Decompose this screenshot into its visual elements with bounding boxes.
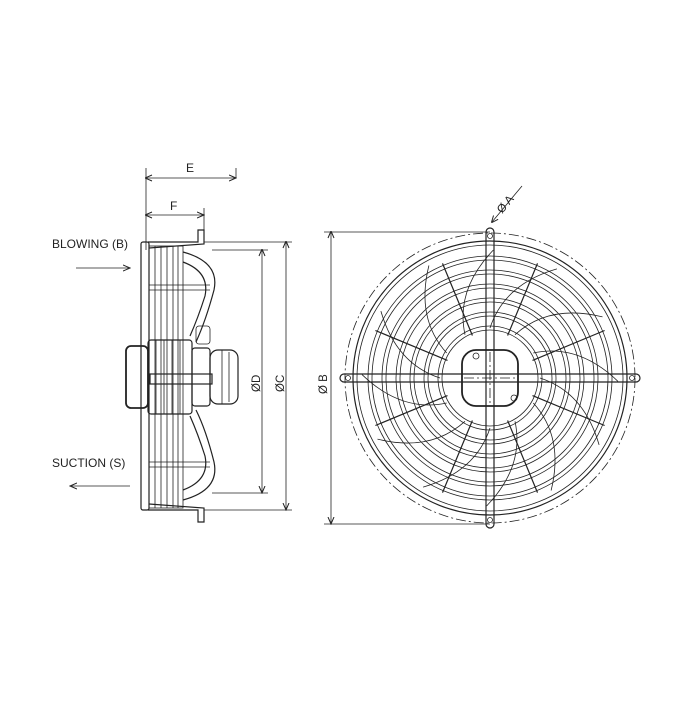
dimension-b: Ø B (318, 232, 490, 524)
side-view: E F (52, 161, 292, 523)
dim-d-label: ØD (251, 375, 263, 392)
guard-radial-wire (441, 263, 473, 336)
fan-blade (424, 265, 447, 354)
suction-label: SUCTION (S) (52, 456, 125, 470)
dimension-d: ØD (212, 250, 268, 493)
guard-radial-wire (375, 395, 448, 427)
guard-radial-wires (375, 263, 605, 493)
blowing-label: BLOWING (B) (52, 237, 128, 251)
motor-side (125, 325, 239, 415)
fan-blade (361, 374, 447, 406)
fan-blade (514, 312, 603, 335)
fan-blade (380, 310, 441, 379)
fan-blade (539, 377, 600, 446)
fan-side-body (140, 229, 216, 523)
dimension-e: E (146, 161, 236, 250)
inner-ring (356, 244, 624, 512)
fan-blade (486, 421, 518, 507)
dim-e-label: E (186, 161, 194, 175)
guard-radial-wire (441, 420, 473, 493)
front-view: Ø B Ø A (318, 185, 641, 529)
guard-radial-wire (532, 395, 605, 427)
airflow-suction: SUCTION (S) (52, 456, 130, 486)
dim-f-label: F (170, 199, 177, 213)
guard-radial-wire (507, 263, 539, 336)
fan-blade (422, 427, 491, 488)
airflow-blowing: BLOWING (B) (52, 237, 130, 268)
guard-radial-wire (507, 420, 539, 493)
guard-radial-wire (532, 329, 605, 361)
dim-b-label: Ø B (318, 374, 330, 394)
fan-blade (489, 268, 558, 329)
outer-ring (352, 240, 628, 516)
dimension-c: ØC (204, 242, 292, 510)
guard-radial-wire (375, 329, 448, 361)
hub (461, 349, 519, 407)
fan-blade (377, 421, 466, 444)
fan-blade (533, 350, 619, 382)
bolt-circle (344, 232, 636, 524)
fan-blade (462, 249, 494, 335)
dim-c-label: ØC (275, 375, 287, 392)
dimension-f: F (146, 199, 204, 232)
guard-rings (367, 255, 613, 501)
fan-blades (361, 249, 619, 507)
fan-blade (533, 402, 556, 491)
dimension-a: Ø A (492, 185, 523, 222)
